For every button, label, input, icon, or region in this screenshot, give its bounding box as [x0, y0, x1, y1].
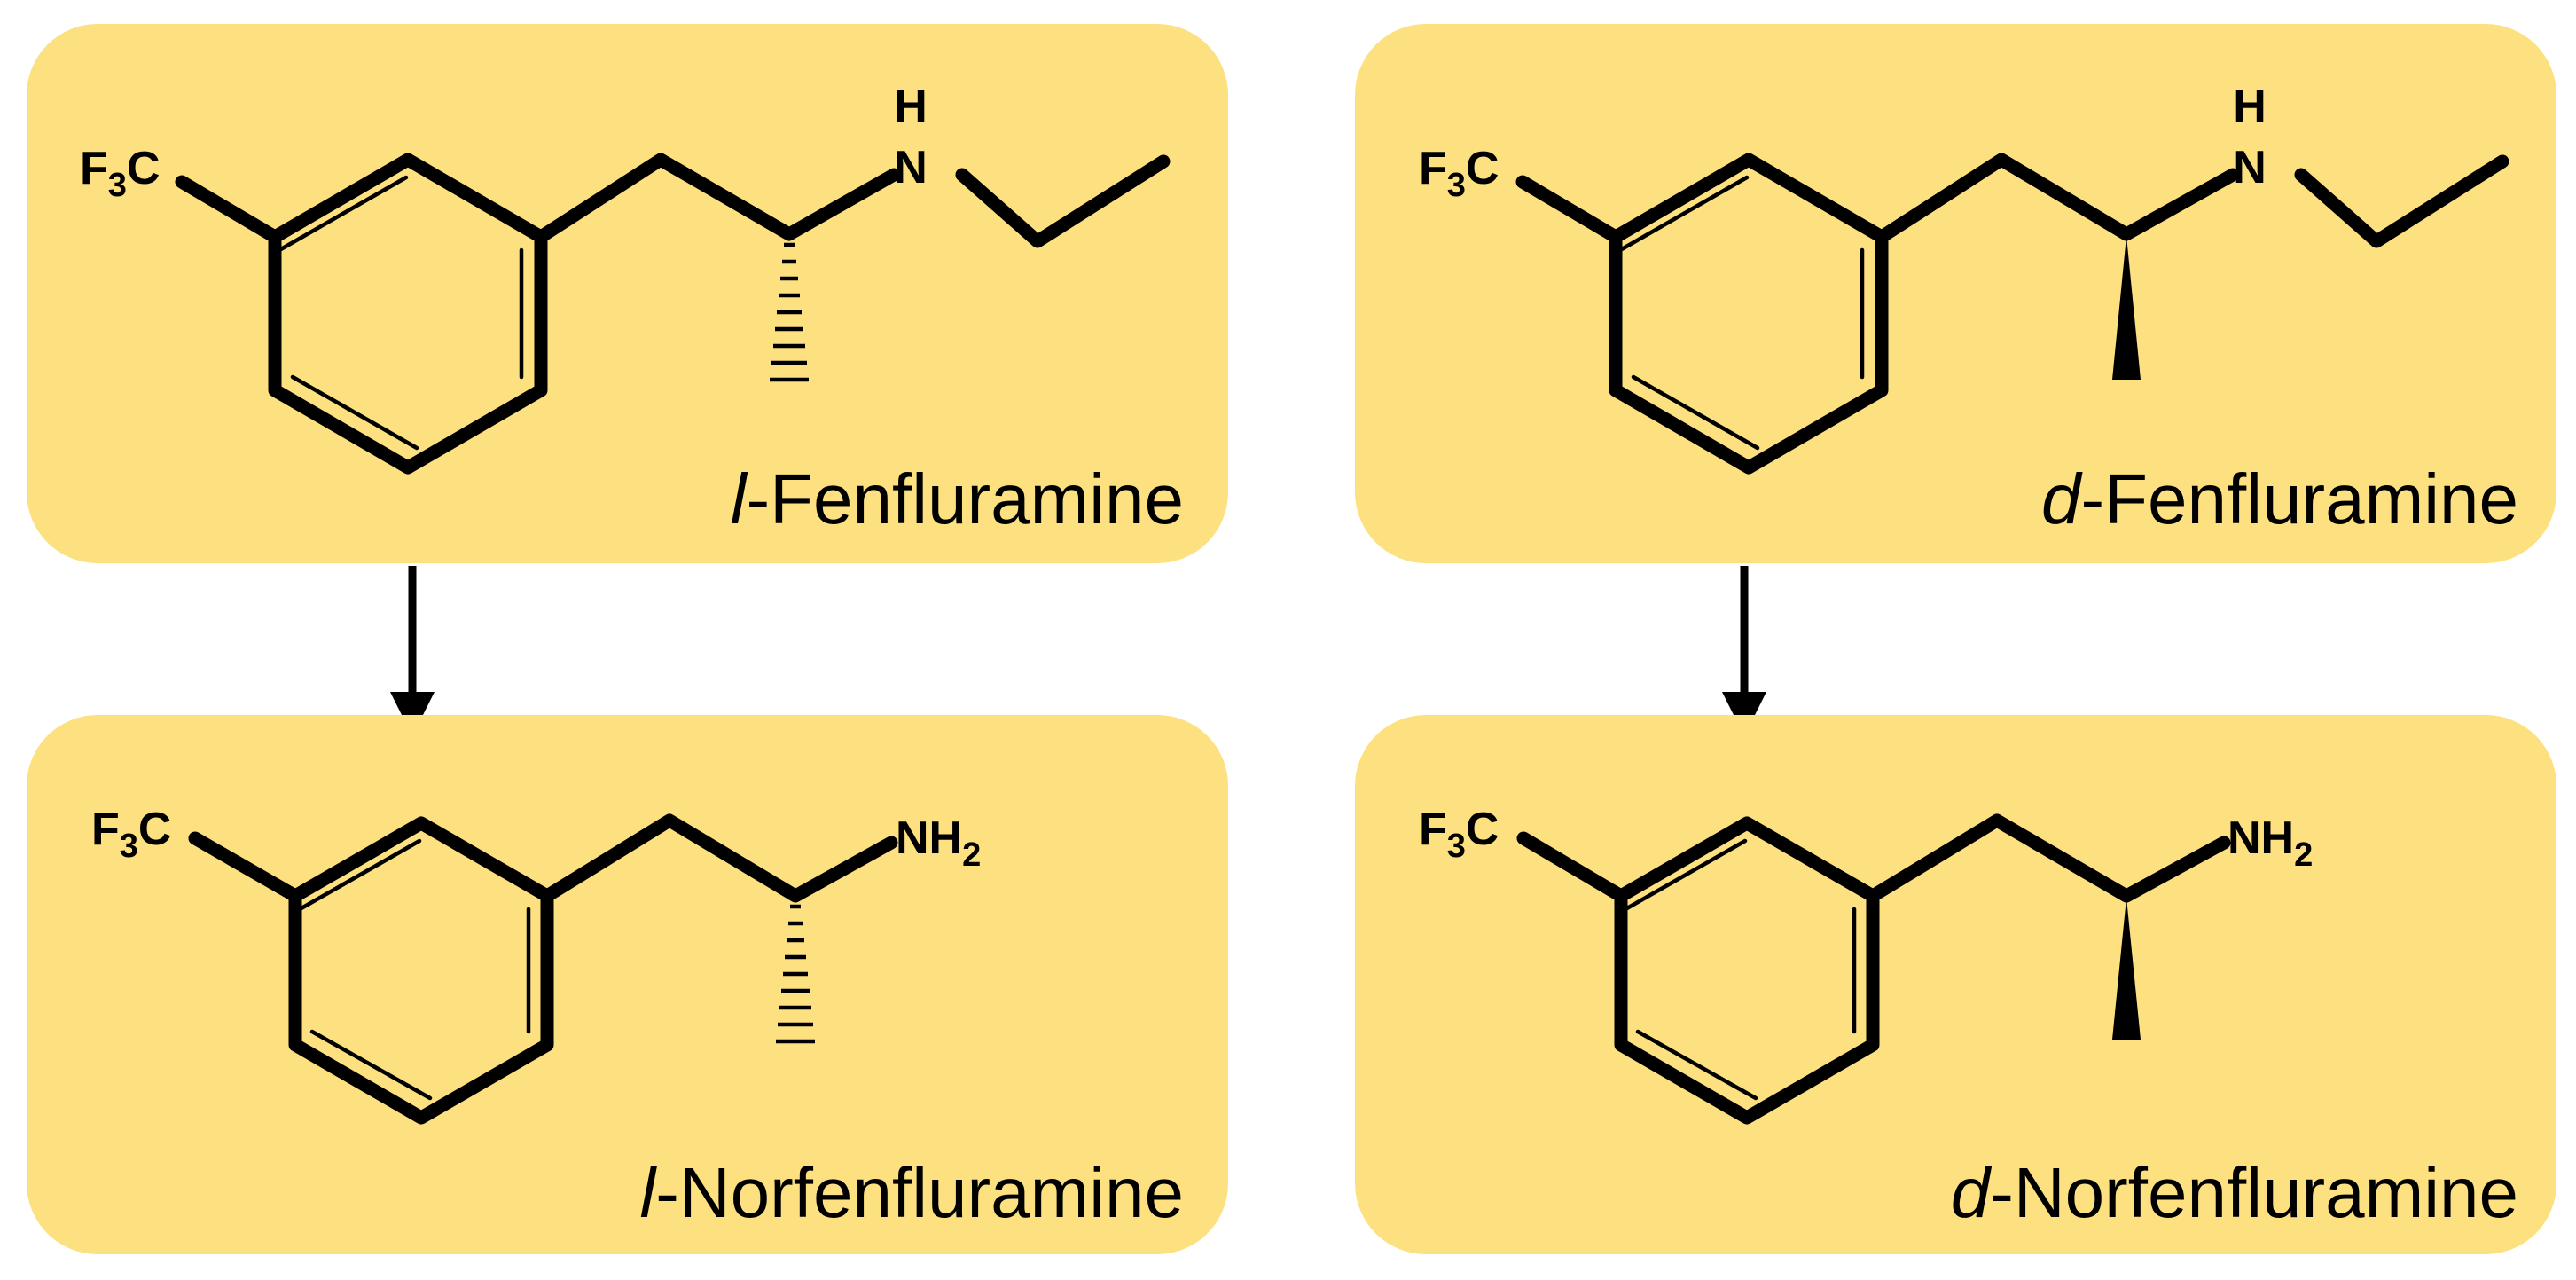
panel-l-fenfluramine: F3C H N l-Fenfluramine — [27, 24, 1228, 563]
panel-l-norfenfluramine: F3C NH2 l-Norfenfluramine — [27, 715, 1228, 1254]
card-background — [27, 24, 1228, 563]
side-chain — [1875, 153, 2240, 244]
side-chain — [1866, 813, 2231, 903]
hashed-wedge-bond — [770, 242, 809, 382]
amine-hydrogen-label: H — [894, 81, 928, 132]
side-chain — [534, 153, 901, 244]
aromatic-bond — [1631, 374, 1760, 451]
panel-d-norfenfluramine: F3C NH2 d-Norfenfluramine — [1355, 715, 2556, 1254]
molecule-l-fenfluramine: F3C H N — [80, 81, 1171, 475]
card-background — [1355, 24, 2556, 563]
cf3-bond — [1516, 831, 1628, 903]
solid-wedge-bond — [2112, 236, 2141, 380]
cf3-label: F3C — [80, 143, 160, 204]
panel-d-fenfluramine: F3C H N d-Fenfluramine — [1355, 24, 2556, 563]
amine-label: NH2 — [2228, 813, 2313, 874]
aromatic-bond — [1623, 838, 1748, 912]
amine-nitrogen-label: N — [894, 142, 928, 193]
amine-hydrogen-label: H — [2233, 81, 2267, 132]
compound-name: d-Norfenfluramine — [1951, 1153, 2518, 1232]
aromatic-bond — [1617, 175, 1750, 253]
cf3-label: F3C — [91, 804, 171, 865]
molecule-l-norfenfluramine: F3C NH2 — [91, 804, 981, 1125]
cf3-bond — [175, 175, 282, 244]
molecule-d-fenfluramine: F3C H N — [1419, 81, 2509, 475]
cf3-label: F3C — [1419, 804, 1499, 865]
ethyl-group — [955, 154, 1171, 248]
aromatic-bond — [309, 1029, 433, 1101]
card-background — [1355, 715, 2556, 1254]
hashed-wedge-bond — [776, 904, 815, 1044]
aromatic-bond — [1635, 1029, 1758, 1101]
compound-name: l-Fenfluramine — [731, 459, 1184, 538]
compound-name: l-Norfenfluramine — [639, 1153, 1184, 1232]
side-chain — [540, 813, 898, 903]
metabolism-arrow-left — [390, 566, 435, 736]
ethyl-group — [2294, 154, 2509, 248]
amine-nitrogen-label: N — [2233, 142, 2267, 193]
card-background — [27, 715, 1228, 1254]
cf3-bond — [188, 831, 302, 903]
aromatic-bond — [290, 374, 419, 451]
cf3-label: F3C — [1419, 143, 1499, 204]
metabolism-arrow-right — [1722, 566, 1766, 736]
amine-label: NH2 — [896, 813, 981, 874]
cf3-bond — [1515, 175, 1623, 244]
compound-name: d-Fenfluramine — [2041, 459, 2518, 538]
aromatic-bond — [277, 175, 409, 253]
aromatic-bond — [297, 838, 422, 912]
molecule-d-norfenfluramine: F3C NH2 — [1419, 804, 2313, 1125]
solid-wedge-bond — [2112, 898, 2141, 1040]
